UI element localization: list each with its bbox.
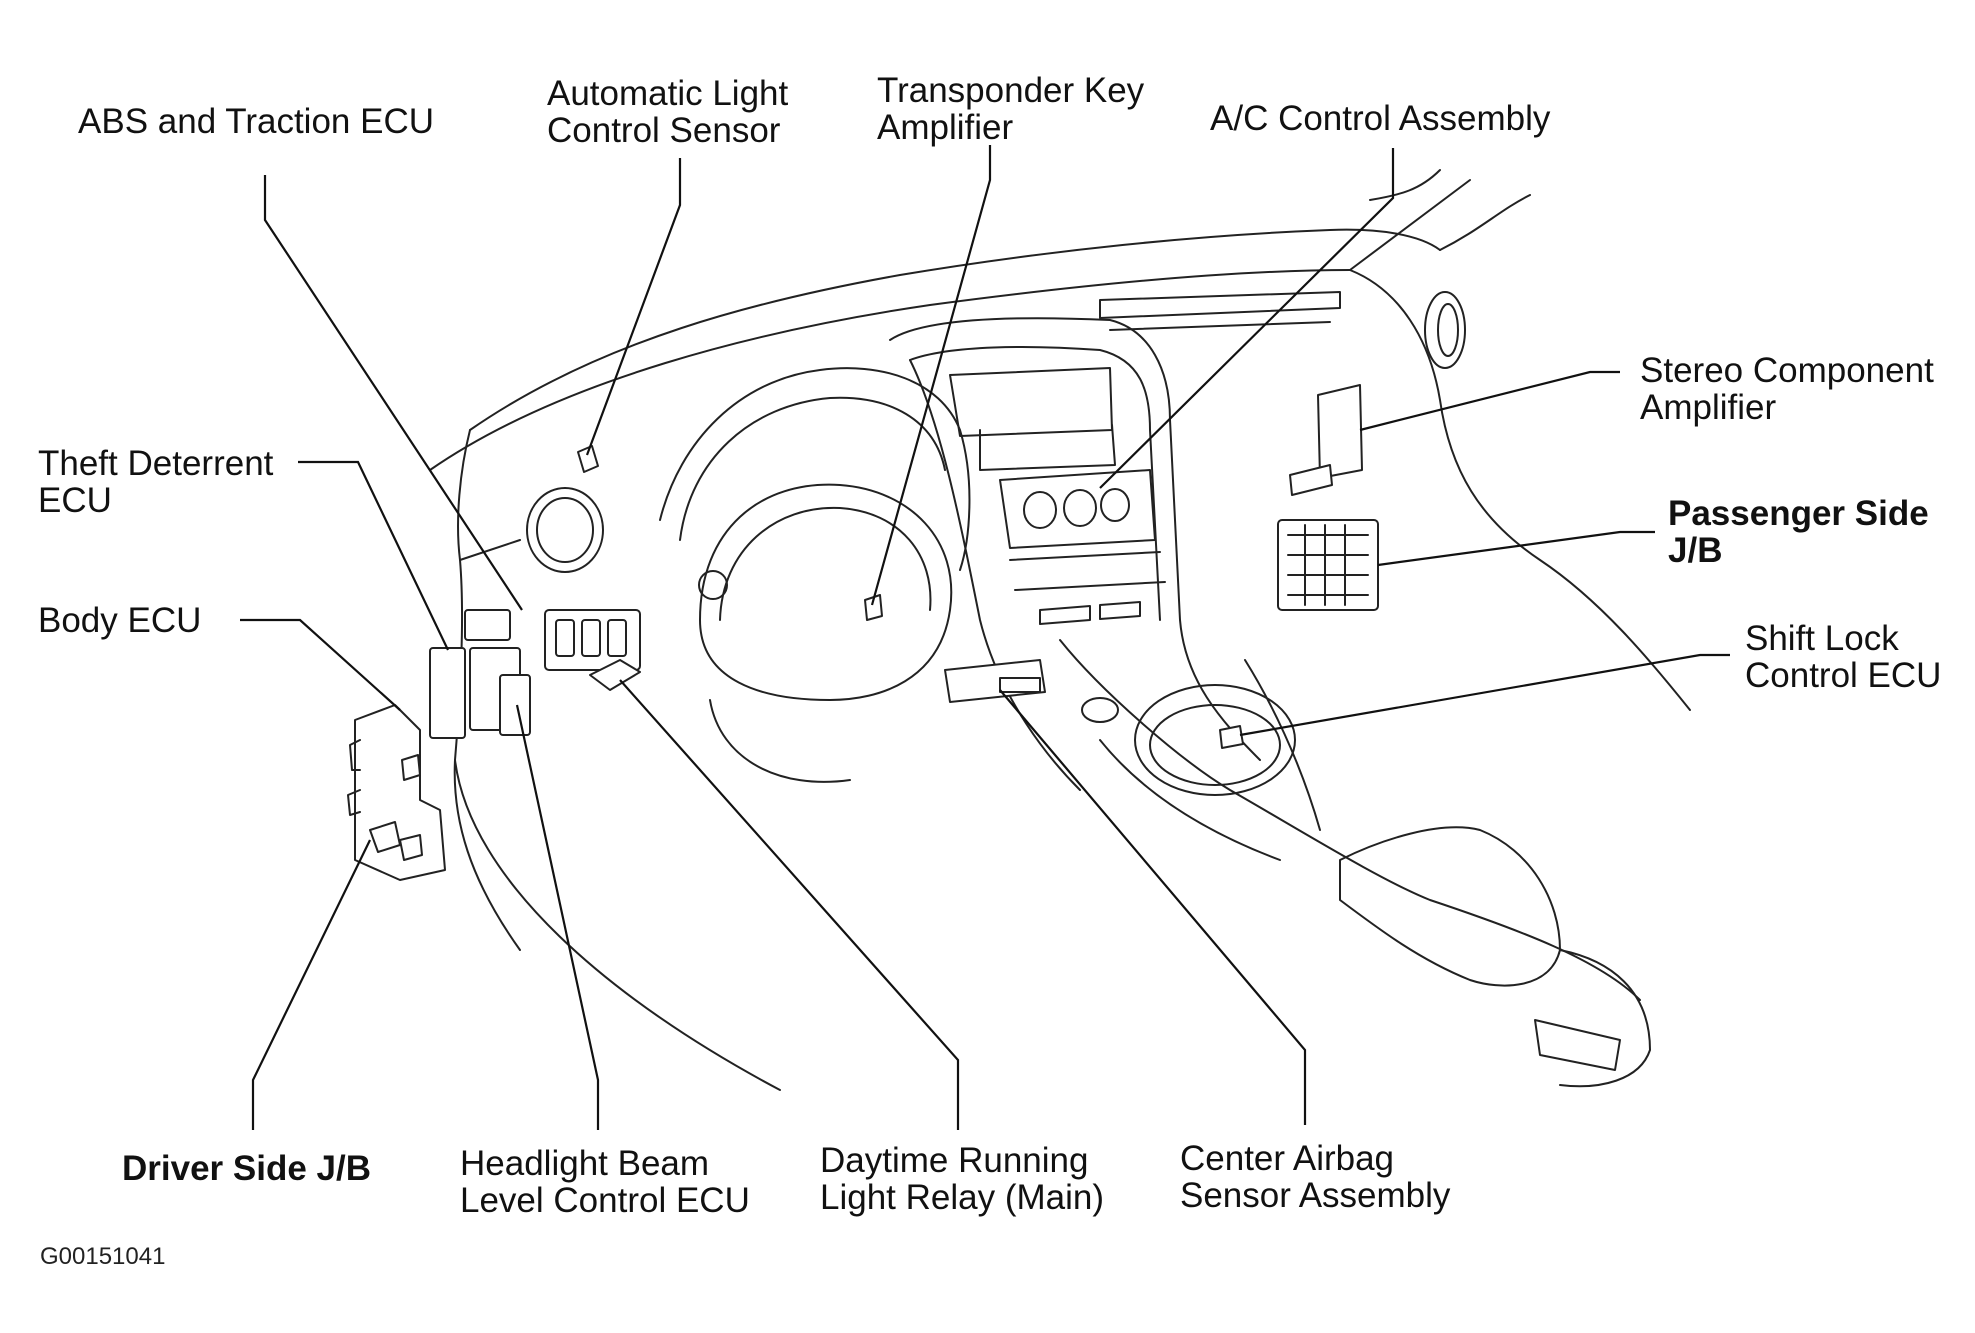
label-transponder-key-amp: Transponder Key Amplifier (877, 71, 1145, 147)
label-auto-light-sensor: Automatic Light Control Sensor (547, 74, 789, 150)
label-drl-relay-main: Daytime Running Light Relay (Main) (820, 1141, 1104, 1217)
label-shift-lock-control-ecu: Shift Lock Control ECU (1745, 619, 1942, 695)
leader-stereo-component-amp (1359, 370, 1620, 432)
leader-body-ecu (240, 618, 401, 711)
leader-auto-light-sensor (585, 158, 682, 456)
label-passenger-side-jb: Passenger Side J/B (1668, 494, 1929, 570)
label-driver-side-jb: Driver Side J/B (122, 1149, 371, 1188)
label-ac-control-assembly: A/C Control Assembly (1210, 99, 1551, 138)
leader-center-airbag-sensor (999, 689, 1307, 1125)
label-abs-traction-ecu: ABS and Traction ECU (78, 102, 434, 141)
leader-shift-lock-control-ecu (1239, 653, 1730, 737)
dashboard-outline (347, 169, 1691, 1091)
label-body-ecu: Body ECU (38, 601, 202, 640)
figure-code: G00151041 (40, 1243, 166, 1270)
leader-ac-control-assembly (1099, 148, 1395, 489)
leader-theft-deterrent-ecu (298, 460, 449, 651)
leader-drl-relay-main (619, 679, 960, 1130)
leader-passenger-side-jb (1377, 530, 1655, 567)
label-theft-deterrent-ecu: Theft Deterrent ECU (38, 444, 274, 520)
leader-headlight-beam-level-ecu (515, 704, 600, 1130)
label-center-airbag-sensor: Center Airbag Sensor Assembly (1180, 1139, 1451, 1215)
label-headlight-beam-level-ecu: Headlight Beam Level Control ECU (460, 1144, 750, 1220)
leader-abs-traction-ecu (263, 175, 523, 611)
leader-driver-side-jb (251, 839, 371, 1130)
label-stereo-component-amp: Stereo Component Amplifier (1640, 351, 1934, 427)
leader-transponder-key-amp (870, 145, 992, 606)
leader-lines (240, 145, 1730, 1130)
